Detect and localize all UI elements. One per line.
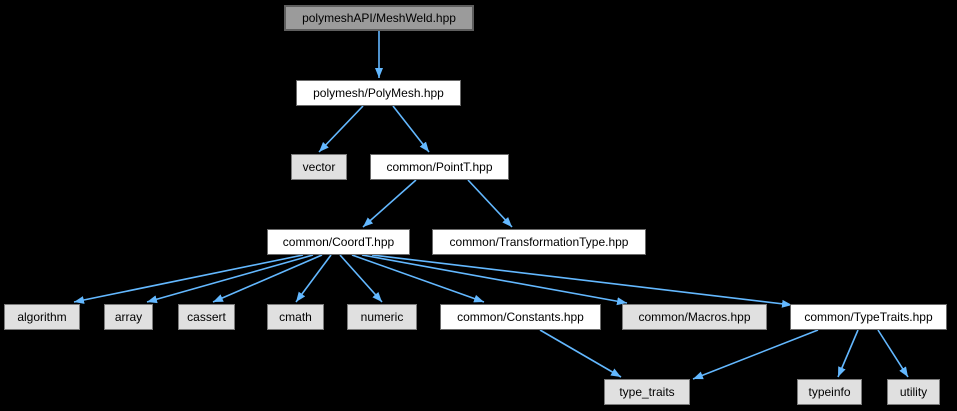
edge-typetraits-typeinfo bbox=[837, 329, 859, 378]
node-typeinfo[interactable]: typeinfo bbox=[797, 379, 862, 405]
node-transformationtype[interactable]: common/TransformationType.hpp bbox=[432, 229, 646, 255]
node-constants[interactable]: common/Constants.hpp bbox=[440, 304, 601, 330]
edge-coordt-numeric bbox=[339, 254, 383, 303]
edge-coordt-cmath bbox=[295, 254, 332, 303]
node-algorithm[interactable]: algorithm bbox=[4, 304, 80, 330]
node-cassert[interactable]: cassert bbox=[178, 304, 235, 330]
edge-polymesh-pointt bbox=[392, 105, 430, 153]
edge-coordt-array bbox=[146, 254, 314, 304]
node-vector[interactable]: vector bbox=[291, 154, 347, 180]
node-pointt[interactable]: common/PointT.hpp bbox=[370, 154, 509, 180]
node-numeric[interactable]: numeric bbox=[347, 304, 417, 330]
node-typetraits[interactable]: common/TypeTraits.hpp bbox=[790, 304, 947, 330]
node-meshweld[interactable]: polymeshAPI/MeshWeld.hpp bbox=[284, 5, 474, 31]
edge-coordt-constants bbox=[351, 254, 485, 303]
node-polymesh[interactable]: polymesh/PolyMesh.hpp bbox=[296, 80, 461, 106]
node-cmath[interactable]: cmath bbox=[267, 304, 324, 330]
edge-typetraits-type_traits bbox=[692, 329, 819, 380]
edge-coordt-macros bbox=[361, 254, 628, 306]
node-macros[interactable]: common/Macros.hpp bbox=[622, 304, 767, 330]
edge-coordt-cassert bbox=[212, 254, 323, 303]
edge-coordt-typetraits bbox=[371, 254, 793, 308]
node-type_traits[interactable]: type_traits bbox=[604, 379, 690, 405]
edge-pointt-transformationtype bbox=[467, 179, 513, 228]
edge-constants-type_traits bbox=[539, 329, 622, 378]
node-array[interactable]: array bbox=[104, 304, 153, 330]
edge-typetraits-utility bbox=[877, 329, 909, 378]
edge-polymesh-vector bbox=[318, 105, 364, 153]
node-coordt[interactable]: common/CoordT.hpp bbox=[267, 229, 410, 255]
edge-coordt-algorithm bbox=[73, 254, 304, 304]
edge-pointt-coordt bbox=[362, 179, 417, 228]
node-utility[interactable]: utility bbox=[887, 379, 940, 405]
